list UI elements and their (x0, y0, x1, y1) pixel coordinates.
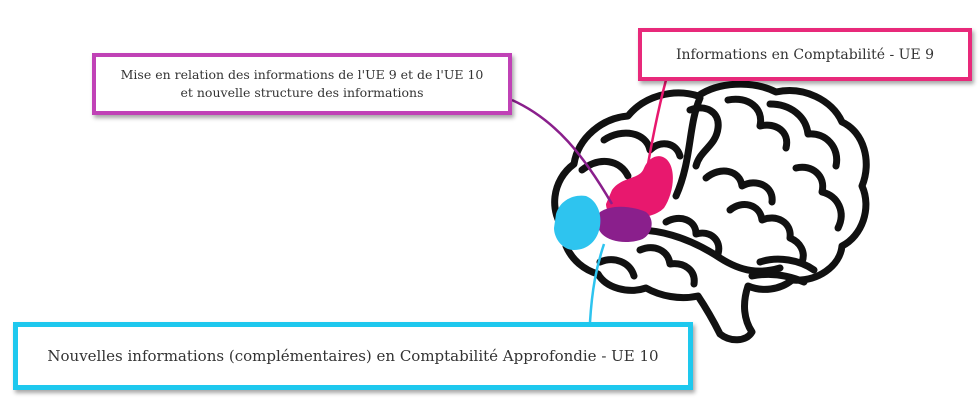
gyrus-5 (766, 100, 841, 170)
connector-relation (511, 98, 614, 205)
relation-label-line-2: et nouvelle structure des informations (180, 85, 424, 100)
gyrus-4 (724, 95, 791, 152)
gyrus-3 (686, 104, 722, 170)
central-sulcus (672, 94, 704, 200)
gyrus-6 (702, 167, 776, 206)
brain-outline (551, 80, 870, 344)
gyrus-1 (578, 158, 632, 180)
relation-label-line-1: Mise en relation des informations de l'U… (120, 67, 484, 82)
nouvelles-label-box: Nouvelles informations (complémentaires)… (13, 322, 693, 390)
region-blue (554, 195, 601, 250)
comptabilite-label-box: Informations en Comptabilité - UE 9 (638, 28, 972, 81)
nouvelles-label-text: Nouvelles informations (complémentaires)… (47, 347, 659, 365)
connector-nouvelles (588, 243, 606, 323)
relation-label-box: Mise en relation des informations de l'U… (92, 53, 512, 115)
sylvian-fissure (622, 226, 784, 275)
cerebellum-fold-1 (756, 255, 818, 274)
cerebellum-fold-2 (748, 270, 808, 286)
brain-icon (551, 80, 870, 344)
relation-label-text: Mise en relation des informations de l'U… (121, 66, 484, 102)
gyrus-8 (726, 201, 807, 266)
comptabilite-label-text: Informations en Comptabilité - UE 9 (675, 46, 935, 63)
gyrus-10 (636, 244, 698, 288)
connector-comptabilite (644, 79, 668, 177)
gyrus-7 (792, 163, 845, 232)
region-purple (597, 206, 652, 242)
region-pink (606, 156, 673, 223)
gyrus-2 (600, 129, 684, 160)
gyrus-11 (596, 256, 638, 280)
gyrus-9 (662, 215, 723, 258)
